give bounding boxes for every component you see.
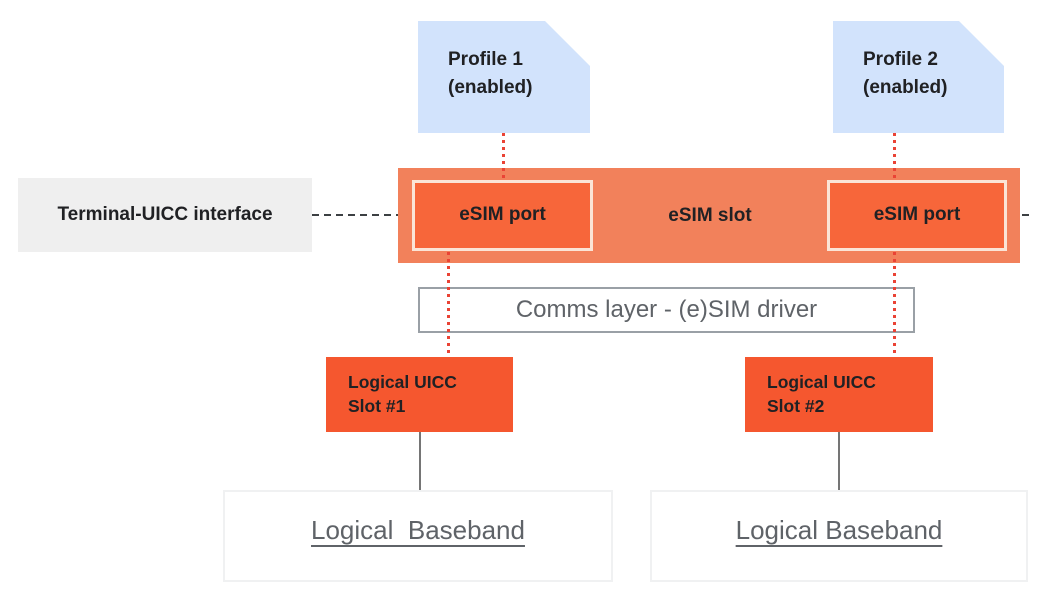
profile-1-name: Profile 1	[448, 49, 523, 70]
terminal-interface-dashed-line	[312, 214, 398, 216]
esim-port-2: eSIM port	[827, 180, 1007, 251]
uicc2-line1: Logical UICC	[767, 372, 876, 392]
port2-to-uicc2-dotted-connector	[893, 252, 896, 357]
logical-uicc-slot-1: Logical UICC Slot #1	[326, 357, 513, 432]
esim-slot-label: eSIM slot	[668, 205, 752, 226]
logical-baseband-1-label: Logical Baseband	[311, 514, 525, 545]
uicc2-to-baseband2-connector	[838, 432, 840, 490]
logical-baseband-2-label: Logical Baseband	[735, 514, 943, 545]
profile-1-card: Profile 1 (enabled)	[418, 21, 590, 133]
terminal-uicc-interface-label: Terminal-UICC interface	[18, 178, 312, 252]
port1-to-uicc1-dotted-connector	[447, 252, 450, 357]
comms-layer-box: Comms layer - (e)SIM driver	[418, 287, 915, 333]
profile-2-card: Profile 2 (enabled)	[833, 21, 1004, 133]
esim-port-1: eSIM port	[412, 180, 593, 251]
logical-uicc-slot-2: Logical UICC Slot #2	[745, 357, 933, 432]
uicc2-line2: Slot #2	[767, 396, 825, 416]
logical-baseband-2: Logical Baseband	[650, 490, 1028, 582]
profile2-to-port2-dotted-connector	[893, 133, 896, 180]
terminal-interface-dashed-line-right	[1022, 214, 1032, 216]
profile1-to-port1-dotted-connector	[502, 133, 505, 180]
profile-2-name: Profile 2	[863, 49, 938, 70]
logical-baseband-1: Logical Baseband	[223, 490, 613, 582]
profile-1-status: (enabled)	[448, 77, 533, 98]
uicc1-line2: Slot #1	[348, 396, 406, 416]
uicc1-to-baseband1-connector	[419, 432, 421, 490]
uicc1-line1: Logical UICC	[348, 372, 457, 392]
profile-2-status: (enabled)	[863, 77, 948, 98]
